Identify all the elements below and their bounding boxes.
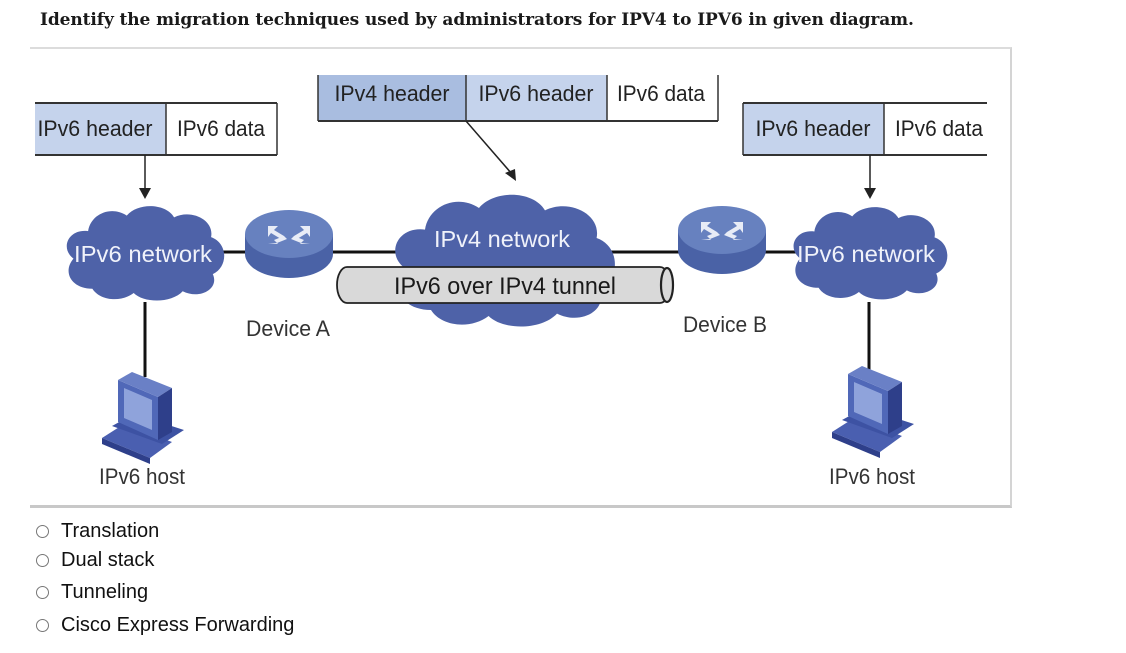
right-data-label: IPv6 data [895, 116, 984, 141]
device-b-label: Device B [683, 312, 767, 337]
option-translation[interactable]: Translation [36, 518, 294, 544]
option-label: Cisco Express Forwarding [61, 613, 295, 636]
answer-options: Translation Dual stack Tunneling Cisco E… [36, 518, 294, 641]
radio-button-dual-stack[interactable] [36, 553, 49, 567]
center-diagonal-arrow [465, 120, 513, 175]
right-ipv6-header-cell [743, 103, 884, 155]
option-label: Dual stack [61, 548, 155, 571]
center-data-label: IPv6 data [617, 81, 706, 106]
center-header-label: IPv6 header [479, 81, 594, 106]
option-label: Translation [61, 519, 160, 542]
tunnel-label: IPv6 over IPv4 tunnel [394, 273, 616, 300]
left-ipv6-data-cell [166, 103, 277, 155]
question-text: Identify the migration techniques used b… [40, 10, 914, 30]
right-arrow-head [864, 188, 876, 199]
ipv4-header-cell [318, 75, 466, 121]
migration-diagram: IPv6 header IPv6 data IPv4 header IPv6 h… [30, 47, 1012, 508]
option-label: Tunneling [61, 580, 149, 603]
left-data-label: IPv6 data [177, 116, 266, 141]
center-cloud-label: IPv4 network [434, 226, 571, 252]
ipv6-over-ipv4-tunnel: IPv6 over IPv4 tunnel [336, 266, 675, 304]
right-host-computer-icon [832, 366, 914, 458]
left-host-label: IPv6 host [99, 464, 185, 489]
center-ipv4-cloud: IPv4 network [395, 194, 615, 327]
left-host-computer-icon [102, 372, 184, 464]
ipv4-header-label: IPv4 header [335, 81, 450, 106]
radio-button-translation[interactable] [36, 524, 49, 538]
left-packet: IPv6 header IPv6 data [35, 102, 278, 156]
left-ipv6-header-cell [35, 103, 166, 155]
right-header-label: IPv6 header [756, 116, 871, 141]
option-dual-stack[interactable]: Dual stack [36, 547, 294, 573]
center-packet: IPv4 header IPv6 header IPv6 data [317, 75, 719, 122]
device-b-router-icon [678, 206, 766, 274]
center-arrow-head [505, 169, 516, 181]
left-ipv6-cloud: IPv6 network [66, 206, 225, 301]
center-ipv6-data-cell [607, 75, 718, 121]
right-cloud-label: IPv6 network [797, 241, 936, 267]
option-cisco-express-forwarding[interactable]: Cisco Express Forwarding [36, 612, 294, 638]
radio-button-cisco-express-forwarding[interactable] [36, 618, 49, 632]
left-cloud-label: IPv6 network [74, 241, 213, 267]
device-a-label: Device A [246, 316, 330, 341]
right-host-label: IPv6 host [829, 464, 915, 489]
center-ipv6-header-cell [466, 75, 607, 121]
right-ipv6-cloud: IPv6 network [793, 207, 948, 300]
left-header-label: IPv6 header [38, 116, 153, 141]
option-tunneling[interactable]: Tunneling [36, 579, 294, 605]
right-packet: IPv6 header IPv6 data [742, 102, 987, 156]
radio-button-tunneling[interactable] [36, 585, 49, 599]
device-a-router-icon [245, 210, 333, 278]
right-ipv6-data-cell [884, 103, 987, 155]
left-arrow-head [139, 188, 151, 199]
